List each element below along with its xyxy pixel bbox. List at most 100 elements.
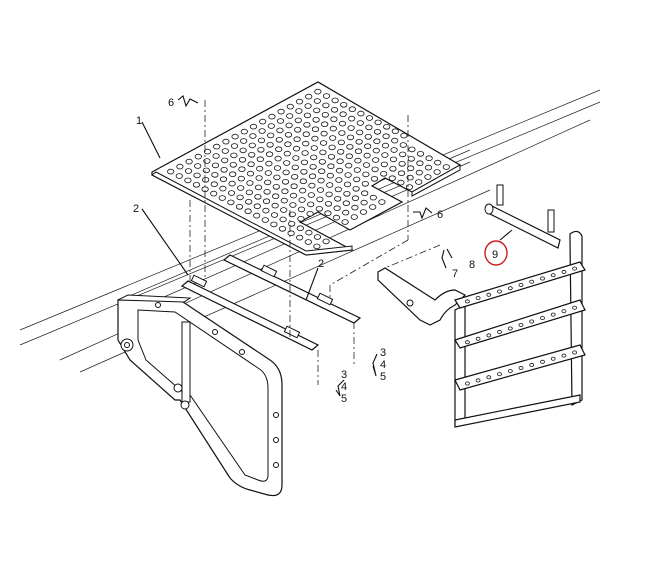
- plate-hole: [295, 98, 304, 105]
- step-hole: [507, 286, 513, 291]
- plate-hole: [407, 156, 415, 162]
- plate-hole: [434, 159, 442, 166]
- plate-hole: [229, 162, 237, 168]
- plate-hole: [330, 116, 338, 122]
- plate-hole: [348, 115, 356, 122]
- step-hole: [550, 356, 556, 361]
- plate-hole: [276, 127, 284, 134]
- plate-hole: [365, 115, 374, 121]
- plate-hole: [286, 103, 294, 110]
- plate-hole: [335, 177, 343, 183]
- plate-hole: [369, 194, 377, 201]
- plate-hole: [265, 160, 273, 167]
- plate-hole: [313, 98, 321, 104]
- plate-hole: [353, 167, 361, 173]
- label-item-6-a: 6: [168, 97, 174, 109]
- plate-hole: [333, 205, 341, 212]
- plate-hole: [193, 172, 201, 179]
- plate-hole: [353, 176, 361, 183]
- plate-hole: [314, 88, 322, 95]
- plate-hole: [288, 221, 296, 227]
- plate-hole: [213, 143, 221, 150]
- plate-hole: [340, 102, 348, 108]
- plate-hole: [267, 123, 275, 129]
- plate-hole: [350, 214, 358, 220]
- plate-hole: [381, 152, 389, 158]
- plate-hole: [371, 166, 379, 173]
- plate-hole: [389, 166, 397, 172]
- plate-hole: [354, 148, 363, 155]
- plate-hole: [268, 113, 276, 120]
- plate-hole: [231, 133, 239, 140]
- step-hole: [497, 289, 502, 294]
- plate-hole: [288, 211, 296, 218]
- plate-hole: [263, 189, 271, 195]
- plate-hole: [307, 192, 315, 198]
- plate-hole: [329, 135, 337, 141]
- plate-hole: [399, 142, 407, 148]
- step-hole: [507, 326, 513, 331]
- callout-labels: 1 2 2 6 6 7 8 9 3 4 5 3 4 5: [133, 97, 498, 405]
- plate-hole: [296, 234, 304, 241]
- plate-hole: [327, 163, 335, 170]
- plate-hole: [424, 164, 433, 171]
- step-hole: [497, 372, 502, 377]
- plate-hole: [247, 161, 255, 168]
- plate-hole: [315, 206, 323, 212]
- highlight-circle-item-9: [484, 240, 508, 266]
- plate-hole: [328, 144, 336, 151]
- plate-hole: [380, 171, 388, 177]
- plate-hole: [361, 181, 369, 187]
- plate-hole: [203, 148, 212, 155]
- plate-hole: [291, 174, 299, 180]
- plate-hole: [302, 131, 310, 138]
- plate-hole: [256, 165, 264, 172]
- plate-hole: [321, 121, 329, 127]
- plate-hole: [222, 138, 230, 145]
- plate-hole: [221, 157, 229, 164]
- plate-hole: [337, 149, 345, 155]
- plate-hole: [264, 170, 272, 176]
- plate-hole: [362, 162, 371, 168]
- step-hole: [464, 299, 470, 304]
- plate-hole: [357, 110, 365, 117]
- plate-hole: [278, 226, 287, 232]
- plate-hole: [416, 160, 424, 167]
- label-item-2-a: 2: [133, 203, 139, 215]
- plate-hole: [271, 202, 279, 209]
- plate-hole: [237, 185, 245, 191]
- plate-hole: [424, 174, 432, 180]
- plate-hole: [324, 210, 332, 217]
- plate-hole: [257, 137, 266, 144]
- step-hole: [507, 369, 513, 374]
- plate-hole: [184, 177, 192, 184]
- plate-hole: [295, 108, 303, 114]
- plate-hole: [344, 172, 352, 178]
- plate-hole: [244, 208, 252, 215]
- plate-hole: [316, 196, 324, 203]
- plate-hole: [320, 130, 328, 137]
- leader-lines: [141, 95, 513, 397]
- plate-hole: [313, 107, 321, 114]
- plate-hole: [219, 185, 227, 192]
- plate-hole: [230, 143, 239, 149]
- plate-hole: [202, 177, 210, 183]
- plate-hole: [303, 122, 311, 128]
- plate-hole: [219, 176, 228, 183]
- plate-hole: [254, 184, 263, 191]
- plate-hole: [374, 119, 382, 126]
- plate-hole: [185, 158, 193, 165]
- label-item-7: 7: [452, 268, 458, 280]
- step-hole: [475, 336, 481, 341]
- plate-hole: [285, 122, 293, 129]
- plate-hole: [334, 186, 342, 193]
- plate-hole: [372, 147, 380, 154]
- plate-hole: [259, 118, 267, 125]
- plate-hole: [270, 212, 279, 218]
- plate-hole: [372, 157, 380, 163]
- plate-hole: [275, 137, 283, 143]
- step-hole: [464, 340, 470, 345]
- label-item-8: 8: [469, 259, 475, 271]
- plate-hole: [286, 113, 294, 119]
